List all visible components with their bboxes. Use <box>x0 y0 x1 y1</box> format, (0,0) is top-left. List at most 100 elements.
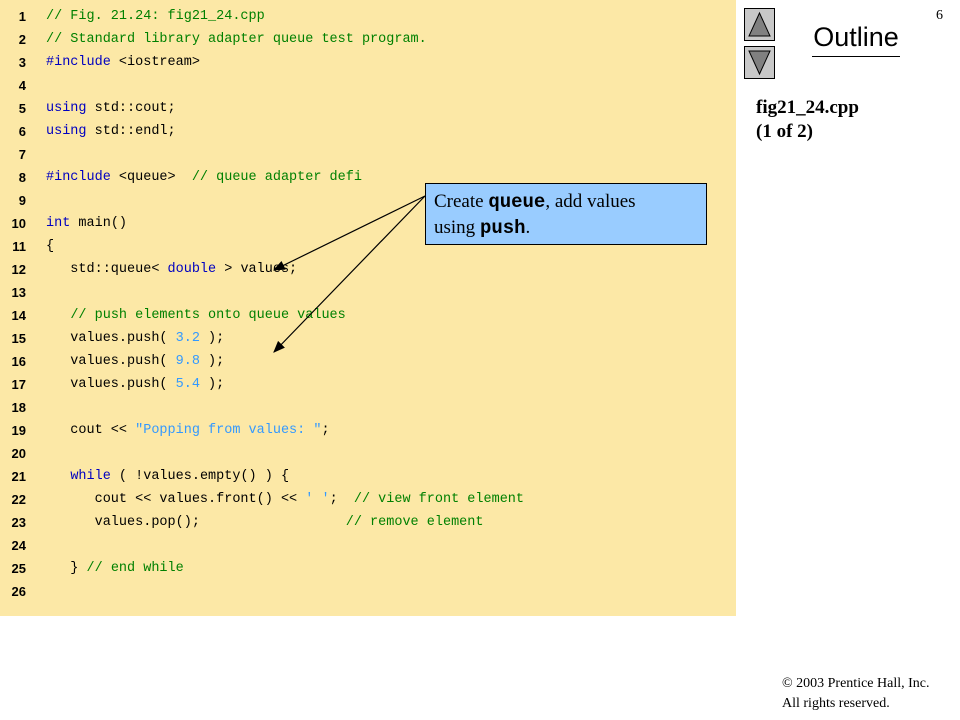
code-token: int <box>46 216 71 231</box>
triangle-down-icon <box>748 50 771 76</box>
code-token: ; <box>321 423 330 438</box>
line-number: 15 <box>11 331 26 346</box>
line-number: 23 <box>11 515 26 530</box>
code-token: <queue> <box>110 170 192 185</box>
copyright-line: © 2003 Prentice Hall, Inc. <box>782 676 930 691</box>
code-line: 23 values.pop(); // remove element <box>0 511 736 534</box>
line-number: 14 <box>11 308 26 323</box>
line-number: 1 <box>18 9 26 24</box>
code-line: 11{ <box>0 235 736 258</box>
code-token: // Standard library adapter queue test p… <box>46 32 427 47</box>
code-token: // Fig. 21.24: fig21_24.cpp <box>46 9 265 24</box>
line-number: 4 <box>18 78 26 93</box>
code-text: #include <iostream> <box>46 51 200 74</box>
next-slide-button[interactable] <box>744 46 775 79</box>
previous-slide-button[interactable] <box>744 8 775 41</box>
line-number: 24 <box>11 538 26 553</box>
callout-arrows <box>272 195 426 353</box>
code-text: #include <queue> // queue adapter defi <box>46 166 362 189</box>
code-token: } <box>46 561 87 576</box>
code-text: values.push( 9.8 ); <box>46 350 224 373</box>
arrow-to-push-call <box>273 195 426 353</box>
code-text: cout << values.front() << ' '; // view f… <box>46 488 524 511</box>
code-token: // remove element <box>345 515 484 530</box>
code-line: 22 cout << values.front() << ' '; // vie… <box>0 488 736 511</box>
code-token: values.pop(); <box>46 515 346 530</box>
code-token: ' ' <box>305 492 330 507</box>
code-text: int main() <box>46 212 127 235</box>
line-number: 5 <box>18 101 26 116</box>
code-token: using <box>46 101 87 116</box>
code-token: double <box>167 262 217 277</box>
code-token: ); <box>199 354 225 369</box>
code-text: values.push( 5.4 ); <box>46 373 224 396</box>
code-text: } // end while <box>46 557 184 580</box>
code-text: // Fig. 21.24: fig21_24.cpp <box>46 5 265 28</box>
code-line: 1 // Fig. 21.24: fig21_24.cpp <box>0 5 736 28</box>
code-line: 8 #include <queue> // queue adapter defi <box>0 166 736 189</box>
code-text: values.pop(); // remove element <box>46 511 484 534</box>
code-token: // end while <box>86 561 184 576</box>
outline-title: Outline <box>813 22 899 52</box>
code-line: 16 values.push( 9.8 ); <box>0 350 736 373</box>
code-token: <iostream> <box>110 55 200 70</box>
code-token: ); <box>199 331 225 346</box>
line-number: 13 <box>11 285 26 300</box>
code-token: values.push( <box>46 331 176 346</box>
line-number: 11 <box>12 239 26 254</box>
code-line: 26 <box>0 580 736 603</box>
copyright: © 2003 Prentice Hall, Inc. All rights re… <box>782 674 930 714</box>
code-token: main() <box>70 216 128 231</box>
code-token: #include <box>46 55 111 70</box>
code-panel: 1 // Fig. 21.24: fig21_24.cpp 2// Standard… <box>0 0 736 616</box>
code-line: 25 } // end while <box>0 557 736 580</box>
code-line: 7 <box>0 143 736 166</box>
line-number: 12 <box>11 262 26 277</box>
code-line: 2// Standard library adapter queue test … <box>0 28 736 51</box>
callout-text: Create <box>434 191 489 212</box>
line-number: 10 <box>11 216 26 231</box>
code-token: ( !values.empty() ) { <box>110 469 290 484</box>
code-line: 18 <box>0 396 736 419</box>
line-number: 21 <box>11 469 26 484</box>
code-token: using <box>46 124 87 139</box>
code-line: 10 int main() <box>0 212 736 235</box>
code-line: 21 while ( !values.empty() ) { <box>0 465 736 488</box>
line-number: 16 <box>11 354 26 369</box>
code-line: 17 values.push( 5.4 ); <box>0 373 736 396</box>
code-line: 19 cout << "Popping from values: "; <box>0 419 736 442</box>
callout-box: Create queue, add values using push. <box>425 183 707 245</box>
line-number: 19 <box>11 423 26 438</box>
page-indicator: (1 of 2) <box>756 121 813 142</box>
line-number: 6 <box>18 124 26 139</box>
code-token: // push elements onto queue values <box>70 308 346 323</box>
line-number: 26 <box>11 584 26 599</box>
callout-text: , add values <box>545 191 636 212</box>
code-line: 20 <box>0 442 736 465</box>
code-line: 4 <box>0 74 736 97</box>
code-text: values.push( 3.2 ); <box>46 327 224 350</box>
callout-code-push: push <box>479 217 526 239</box>
code-token: "Popping from values: " <box>135 423 322 438</box>
code-token: values.push( <box>46 377 176 392</box>
code-token: std::cout; <box>86 101 176 116</box>
code-token: 5.4 <box>175 377 200 392</box>
line-number: 8 <box>18 170 26 185</box>
line-number: 3 <box>18 55 26 70</box>
code-token: 9.8 <box>175 354 200 369</box>
code-token: // view front element <box>353 492 525 507</box>
callout-code-queue: queue <box>488 191 546 213</box>
code-token: while <box>70 469 111 484</box>
code-text: while ( !values.empty() ) { <box>46 465 289 488</box>
code-text: cout << "Popping from values: "; <box>46 419 330 442</box>
code-line: 3 #include <iostream> <box>0 51 736 74</box>
code-token: ); <box>199 377 225 392</box>
code-token: ; <box>329 492 354 507</box>
code-token: cout << <box>46 423 136 438</box>
line-number: 20 <box>11 446 26 461</box>
outline-underline <box>812 56 900 57</box>
slide-number: 6 <box>936 8 943 23</box>
code-line: 5 using std::cout; <box>0 97 736 120</box>
rights-line: All rights reserved. <box>782 696 890 711</box>
